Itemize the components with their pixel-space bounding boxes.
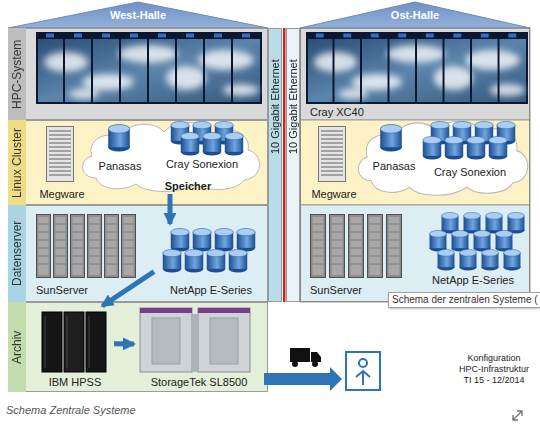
- archive-system: IBM HPSS: [36, 306, 114, 390]
- server-group: SunServer: [306, 210, 416, 298]
- flow-arrow: [167, 194, 172, 224]
- note-text: TI 15 - 12/2014: [452, 375, 536, 386]
- storage-system: Panasas: [362, 122, 426, 174]
- cloud-shape: [83, 122, 260, 191]
- item-label: Megware: [34, 188, 90, 200]
- tier-band: ArchivIBM HPSS StorageTek SL8500: [8, 302, 268, 392]
- figure-caption: Schema Zentrale Systeme: [6, 404, 136, 417]
- tier-label: HPC-System: [8, 28, 26, 120]
- supercomputer-image: [306, 32, 528, 104]
- server-racks: [37, 215, 402, 278]
- hall-building: West-HalleHPC-SystemLinux ClusterMegware…: [8, 2, 268, 392]
- link-label: 10 Gigabit Ethernet: [268, 32, 282, 182]
- tier-band: DatenserverSunServer NetApp E-Series: [8, 205, 268, 302]
- truck-symbol: [290, 348, 321, 367]
- item-label: Megware: [306, 188, 362, 200]
- supercomputer: Cray XC40: [306, 30, 528, 120]
- archive-racks: [42, 312, 106, 372]
- item-label: Cray Sonexion: [152, 158, 252, 170]
- item-label: Speicher: [158, 180, 218, 192]
- note-text: HPC-Infrastruktur: [452, 364, 536, 375]
- hall-title: West-Halle: [8, 9, 268, 21]
- transport-arrow: [264, 367, 342, 391]
- note-text: Konfiguration: [452, 353, 536, 364]
- link-label: 10 Gigabit Ethernet: [286, 32, 300, 182]
- disk-array: NetApp E-Series: [158, 224, 264, 298]
- hall-bands: [300, 28, 530, 302]
- item-label: StorageTek SL8500: [134, 376, 264, 388]
- rack-symbol: [319, 127, 346, 182]
- hall-roof: [300, 2, 530, 28]
- tier-label: Archiv: [8, 302, 26, 392]
- network-link: 10 Gigabit Ethernet: [268, 28, 282, 302]
- hall-wall: [301, 28, 530, 302]
- hall-outline: [300, 2, 530, 302]
- item-label: Panasas: [362, 160, 426, 172]
- supercomputer-image: [36, 32, 262, 104]
- tape-library: StorageTek SL8500: [134, 304, 264, 390]
- storage-system: Panasas: [88, 122, 152, 174]
- flow-arrow: [102, 272, 154, 306]
- hall-title: Ost-Halle: [300, 9, 530, 21]
- hall-wall: [9, 28, 268, 392]
- storage-cloud: Speicher PanasasCray Sonexion: [76, 116, 264, 194]
- tier-label: Datenserver: [8, 205, 26, 302]
- storage-cloud: [358, 121, 527, 195]
- tier-band: HPC-System: [8, 28, 268, 120]
- storage-system: Cray Sonexion: [420, 120, 520, 182]
- disk-array: NetApp E-Series: [418, 210, 528, 290]
- item-label: Panasas: [88, 160, 152, 172]
- cluster-box: Megware: [34, 122, 90, 202]
- cluster-box: Megware: [306, 122, 362, 202]
- server-group: SunServer: [34, 210, 154, 298]
- hall-roof: [8, 2, 268, 28]
- expand-icon: [513, 411, 522, 420]
- item-label: IBM HPSS: [36, 376, 114, 388]
- storage-system: Cray Sonexion: [152, 120, 252, 174]
- network-link: 10 Gigabit Ethernet: [286, 28, 300, 302]
- item-label: NetApp E-Series: [158, 284, 264, 296]
- item-label: Cray Sonexion: [420, 166, 520, 178]
- item-label: Cray XC40: [310, 106, 430, 118]
- item-label: SunServer: [36, 284, 136, 296]
- tape-library-symbol: [140, 308, 250, 372]
- flow-arrow: [114, 341, 134, 346]
- disk-symbols: [108, 121, 524, 272]
- item-label: NetApp E-Series: [418, 274, 528, 286]
- vault-symbol: [346, 352, 380, 390]
- tooltip-text: Schema der zentralen Systeme (: [388, 292, 540, 308]
- hall-building: Ost-HalleCray XC40Megware PanasasCray Son…: [300, 2, 530, 302]
- tier-band: Linux ClusterMegware Speicher PanasasCray …: [8, 120, 268, 205]
- tier-label: Linux Cluster: [8, 120, 26, 205]
- rack-symbol: [47, 127, 74, 182]
